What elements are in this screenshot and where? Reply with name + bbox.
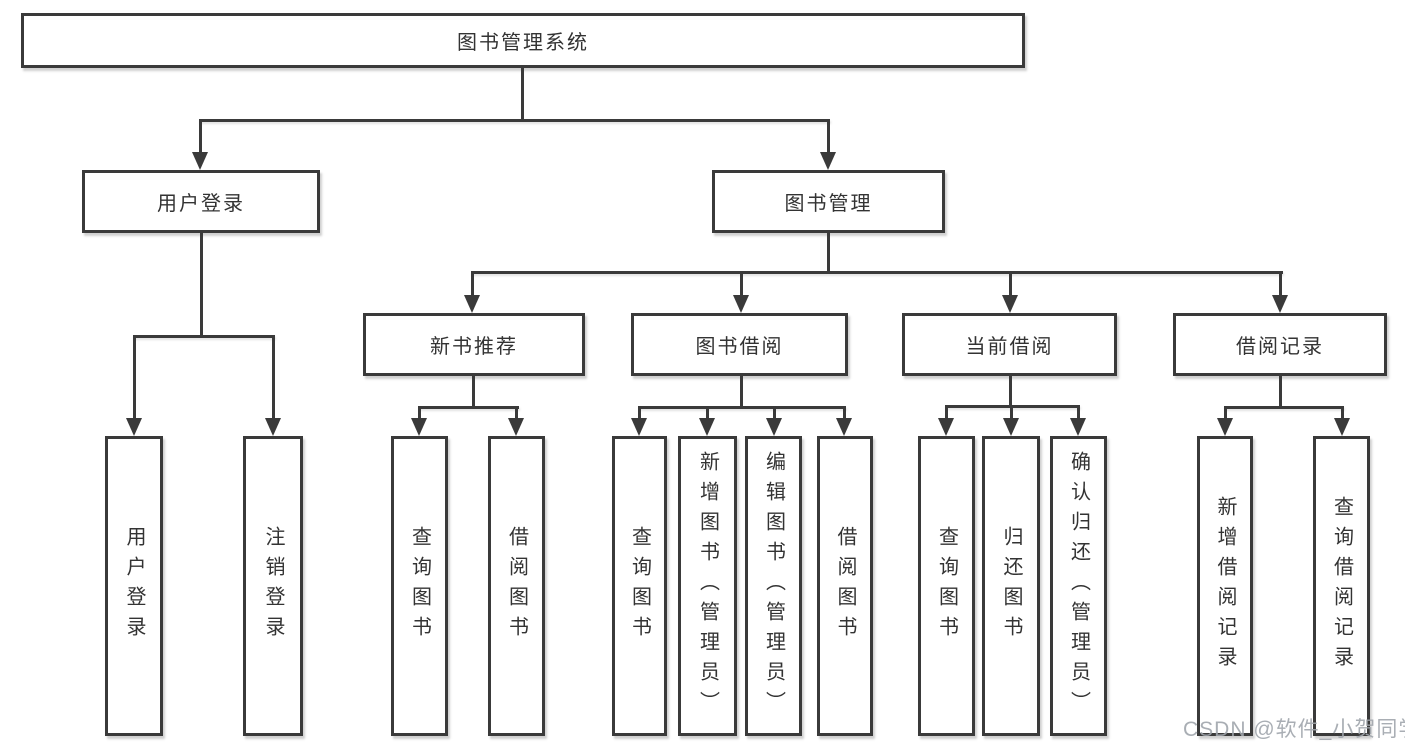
leaf-query-borrow-record: 查询借阅记录 xyxy=(1313,436,1370,736)
arrow-down-icon xyxy=(1217,418,1233,436)
leaf-label: 查询图书 xyxy=(628,526,651,646)
leaf-add-borrow-record: 新增借阅记录 xyxy=(1197,436,1253,736)
arrow-down-icon xyxy=(265,418,281,436)
leaf-query-books-borrowing: 查询图书 xyxy=(612,436,667,736)
leaf-label: 查询借阅记录 xyxy=(1330,496,1353,676)
leaf-borrow-books-borrowing: 借阅图书 xyxy=(817,436,873,736)
connector-vline xyxy=(638,406,641,420)
leaf-label: 查询图书 xyxy=(935,526,958,646)
arrow-down-icon xyxy=(192,152,208,170)
connector-vline xyxy=(418,406,421,420)
leaf-label: 归还图书 xyxy=(1000,526,1022,646)
arrow-down-icon xyxy=(766,418,782,436)
arrow-down-icon xyxy=(464,295,480,313)
leaf-confirm-return-admin: 确认归还（管理员） xyxy=(1050,436,1107,736)
leaf-edit-books-admin: 编辑图书（管理员） xyxy=(745,436,802,736)
connector-vline xyxy=(1077,405,1080,420)
leaf-label: 用户登录 xyxy=(123,526,145,646)
arrow-down-icon xyxy=(699,418,715,436)
arrow-down-icon xyxy=(733,295,749,313)
leaf-label: 注销登录 xyxy=(262,526,284,646)
leaf-return-books: 归还图书 xyxy=(982,436,1040,736)
connector-vline xyxy=(1279,271,1282,297)
connector-vline xyxy=(740,376,743,409)
connector-vline xyxy=(1009,271,1012,297)
node-book-management: 图书管理 xyxy=(712,170,945,233)
connector-vline xyxy=(827,233,830,274)
leaf-label: 查询图书 xyxy=(408,526,431,646)
connector-vline xyxy=(773,406,776,420)
arrow-down-icon xyxy=(1272,295,1288,313)
leaf-logout: 注销登录 xyxy=(243,436,303,736)
connector-vline xyxy=(1009,376,1012,408)
node-library-management-system: 图书管理系统 xyxy=(21,13,1025,68)
leaf-label: 借阅图书 xyxy=(505,526,528,646)
connector-vline xyxy=(200,233,203,337)
connector-vline xyxy=(472,376,475,409)
connector-vline xyxy=(199,119,202,155)
arrow-down-icon xyxy=(126,418,142,436)
connector-vline xyxy=(1279,376,1282,409)
arrow-down-icon xyxy=(938,418,954,436)
connector-hline xyxy=(199,119,830,122)
connector-hline xyxy=(418,406,519,409)
leaf-add-books-admin: 新增图书（管理员） xyxy=(678,436,737,736)
node-new-book-recommend: 新书推荐 xyxy=(363,313,585,376)
csdn-watermark: CSDN @软件_小贺同学 xyxy=(1183,718,1405,741)
connector-vline xyxy=(521,68,524,122)
node-book-borrowing: 图书借阅 xyxy=(631,313,848,376)
connector-vline xyxy=(272,335,275,420)
arrow-down-icon xyxy=(631,418,647,436)
connector-vline xyxy=(827,119,830,155)
leaf-user-login: 用户登录 xyxy=(105,436,163,736)
connector-hline xyxy=(1224,406,1344,409)
arrow-down-icon xyxy=(1334,418,1350,436)
leaf-label: 新增图书（管理员） xyxy=(696,451,719,721)
connector-hline xyxy=(638,406,846,409)
node-user-login: 用户登录 xyxy=(82,170,320,233)
arrow-down-icon xyxy=(1070,418,1086,436)
connector-vline xyxy=(133,335,136,420)
connector-vline xyxy=(740,271,743,297)
connector-vline xyxy=(843,406,846,420)
node-current-borrowing: 当前借阅 xyxy=(902,313,1117,376)
arrow-down-icon xyxy=(411,418,427,436)
connector-vline xyxy=(706,406,709,420)
connector-vline xyxy=(945,405,948,420)
connector-hline xyxy=(133,335,275,338)
connector-hline xyxy=(471,271,1283,274)
connector-vline xyxy=(1224,406,1227,420)
arrow-down-icon xyxy=(836,418,852,436)
arrow-down-icon xyxy=(508,418,524,436)
leaf-label: 新增借阅记录 xyxy=(1214,496,1236,676)
leaf-query-books-recommend: 查询图书 xyxy=(391,436,448,736)
leaf-borrow-books-recommend: 借阅图书 xyxy=(488,436,545,736)
arrow-down-icon xyxy=(1003,418,1019,436)
leaf-query-books-current: 查询图书 xyxy=(918,436,975,736)
arrow-down-icon xyxy=(820,152,836,170)
connector-vline xyxy=(1341,406,1344,420)
connector-vline xyxy=(1010,405,1013,420)
node-borrowing-records: 借阅记录 xyxy=(1173,313,1387,376)
leaf-label: 借阅图书 xyxy=(834,526,856,646)
connector-vline xyxy=(515,406,518,420)
connector-vline xyxy=(471,271,474,297)
leaf-label: 确认归还（管理员） xyxy=(1067,451,1090,721)
leaf-label: 编辑图书（管理员） xyxy=(762,451,785,721)
arrow-down-icon xyxy=(1002,295,1018,313)
